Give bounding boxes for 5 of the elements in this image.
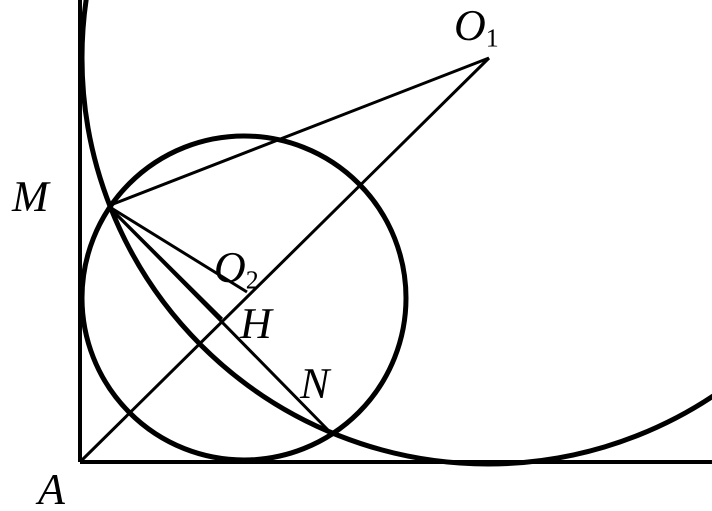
point-label: N: [300, 362, 330, 406]
point-label: M: [12, 175, 49, 219]
point-label: O$_{1}$: [454, 4, 499, 52]
point-label: A: [38, 468, 65, 511]
point-label: H: [240, 302, 272, 346]
